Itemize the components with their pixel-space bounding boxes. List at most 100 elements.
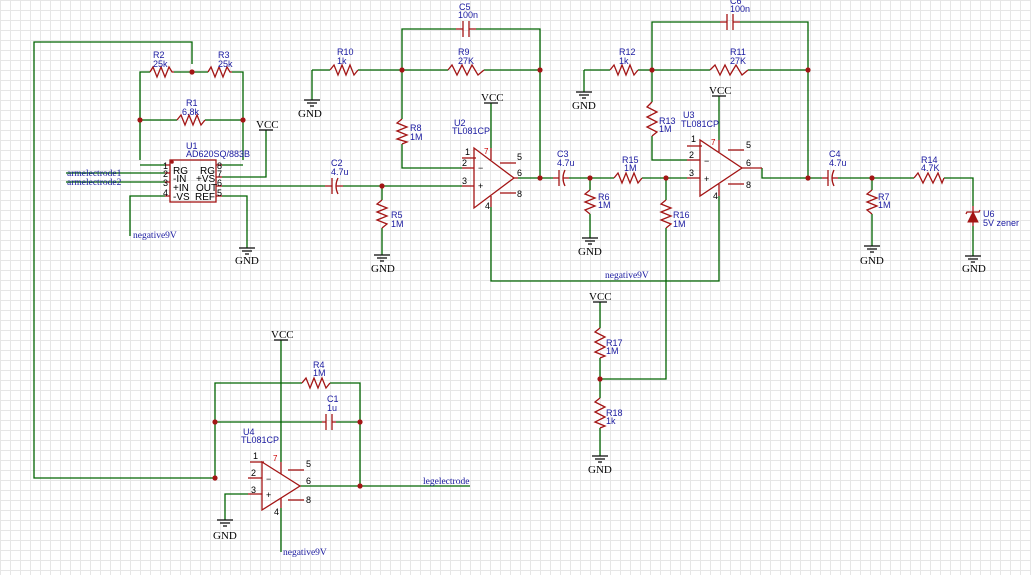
gnd-label: GND [962,263,986,275]
c6-ref: C6 [730,0,742,6]
r15-value: 1M [624,163,637,173]
resistor-r7 [865,189,879,215]
r8-ref: R8 [410,123,422,133]
junction [805,175,811,181]
u1-pin-vs-plus: +VS [196,174,216,185]
u1-pin-in-plus: +IN [173,183,189,194]
svg-text:7: 7 [217,169,222,179]
svg-text:6: 6 [517,168,522,178]
resistor-r8 [395,118,409,145]
r2-ref: R2 [153,50,165,60]
resistor-r2 [149,65,174,79]
junction [399,67,405,73]
r13-ref: R13 [659,116,676,126]
capacitor-c6 [720,14,740,30]
u3-ref: U3 [683,110,695,120]
net-negative9v: negative9V [605,271,649,281]
c5-ref: C5 [459,2,471,12]
r1-value: 6.8k [182,107,200,117]
resistor-r16 [659,199,673,229]
r9-ref: R9 [458,47,470,57]
svg-text:6: 6 [217,178,222,188]
gnd-label: GND [371,263,395,275]
svg-text:4: 4 [713,191,718,201]
net-legelectrode: legelectrode [423,477,469,487]
ground-icon [576,91,592,99]
u1-ref: U1 [186,141,198,151]
r14-ref: R14 [921,155,938,165]
capacitor-c4 [822,169,838,187]
resistor-r12 [609,63,639,77]
labels: R2 25k R3 25k R1 6.8k U1 AD620SQ/883B C2… [67,0,1019,558]
svg-text:4: 4 [163,188,168,198]
net-negative9v: negative9V [283,548,327,558]
r10-value: 1k [337,56,347,66]
zener-diode-u6 [965,206,981,226]
vcc-label: VCC [271,329,294,341]
capacitor-c3 [553,169,569,187]
r5-value: 1M [391,219,404,229]
svg-text:1: 1 [465,147,470,157]
resistors [149,63,945,429]
r3-ref: R3 [218,50,230,60]
u1-pin-vs-minus: -VS [173,192,190,203]
r17-ref: R17 [606,338,623,348]
r12-value: 1k [619,56,629,66]
gnd-label: GND [572,100,596,112]
ground-symbols [217,91,981,527]
svg-text:2: 2 [462,158,467,168]
junction [663,175,669,181]
ground-icon [304,99,320,107]
svg-text:8: 8 [746,180,751,190]
ground-icon [374,254,390,262]
r13-value: 1M [659,124,672,134]
c3-value: 4.7u [557,158,575,168]
svg-text:1: 1 [253,451,258,461]
svg-text:5: 5 [517,152,522,162]
r11-ref: R11 [730,47,746,57]
ground-icon [217,519,233,527]
c5-value: 100n [458,10,478,20]
r3-value: 25k [218,59,233,69]
resistor-r15 [613,171,643,185]
r15-ref: R15 [622,155,639,165]
r11-value: 27K [730,56,746,66]
c4-value: 4.7u [829,158,847,168]
svg-text:1: 1 [691,134,696,144]
capacitor-c2 [325,177,343,195]
svg-text:4: 4 [274,507,279,517]
r17-value: 1M [606,346,619,356]
u1-part: AD620SQ/883B [186,149,250,159]
resistor-r1 [176,113,206,127]
svg-text:2: 2 [689,150,694,160]
junction [587,175,593,181]
junction [537,67,543,73]
svg-text:3: 3 [462,176,467,186]
c2-ref: C2 [331,158,343,168]
ground-icon [582,237,598,245]
resistor-r9 [447,63,485,77]
net-armelectrode1: armelectrode1 [67,169,122,179]
r12-ref: R12 [619,47,636,57]
vcc-label: VCC [481,92,504,104]
junctions [137,67,875,489]
junction [357,483,363,489]
u6-value: 5V zener [983,218,1019,228]
resistor-r13 [645,101,659,137]
svg-text:+: + [478,181,483,191]
ground-icon [864,245,880,253]
c1-ref: C1 [327,394,339,404]
u1-pin-rg-right: RG [200,166,215,177]
vcc-label: VCC [589,291,612,303]
gnd-label: GND [860,255,884,267]
r6-value: 1M [598,200,611,210]
r4-ref: R4 [313,360,325,370]
junction [869,175,875,181]
r4-value: 1M [313,368,326,378]
resistor-r3 [207,65,232,79]
svg-text:8: 8 [306,495,311,505]
svg-text:7: 7 [273,454,278,463]
svg-text:4: 4 [485,201,490,211]
opamp-u4: − + 1 2 3 5 6 8 7 4 [248,451,311,517]
